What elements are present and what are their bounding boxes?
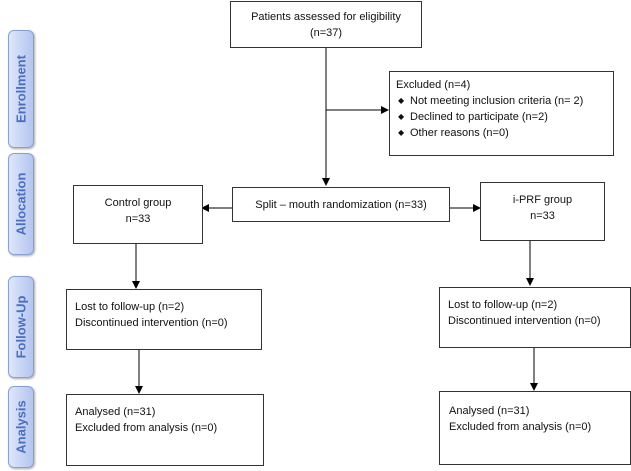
iprf-excluded-from-analysis: Excluded from analysis (n=0) [449,421,592,433]
iprf-analysis-box: Analysed (n=31) Excluded from analysis (… [439,391,631,465]
assessed-line1: Patients assessed for eligibility [251,11,401,23]
excluded-reason: Other reasons (n=0) [396,125,613,141]
control-analysed: Analysed (n=31) [75,406,156,418]
assessed-line2: (n=37) [309,27,343,39]
iprf-followup-box: Lost to follow-up (n=2) Discontinued int… [439,287,631,348]
control-analysis-box: Analysed (n=31) Excluded from analysis (… [66,394,264,466]
iprf-group-n: n=33 [530,210,555,222]
control-discontinued: Discontinued intervention (n=0) [75,317,228,329]
randomization-label: Split – mouth randomization (n=33) [255,199,427,211]
stage-enrollment: Enrollment [8,30,34,148]
excluded-reason: Declined to participate (n=2) [396,109,613,125]
iprf-lost-to-followup: Lost to follow-up (n=2) [448,299,558,311]
iprf-analysed: Analysed (n=31) [449,405,530,417]
excluded-title: Excluded (n=4) [396,79,471,91]
excluded-box: Excluded (n=4) Not meeting inclusion cri… [389,71,614,156]
excluded-reason: Not meeting inclusion criteria (n= 2) [396,93,613,109]
control-group-label: Control group [104,197,172,209]
stage-followup: Follow-Up [8,276,34,378]
randomization-box: Split – mouth randomization (n=33) [232,187,450,222]
control-lost-to-followup: Lost to follow-up (n=2) [75,301,185,313]
iprf-group-box: i-PRF group n=33 [480,182,605,241]
control-group-n: n=33 [125,213,151,225]
iprf-group-label: i-PRF group [512,194,573,206]
control-excluded-from-analysis: Excluded from analysis (n=0) [75,422,218,434]
control-followup-box: Lost to follow-up (n=2) Discontinued int… [66,289,262,350]
stage-analysis: Analysis [8,386,34,468]
control-group-box: Control group n=33 [73,185,203,244]
assessed-box: Patients assessed for eligibility (n=37) [230,1,422,48]
iprf-discontinued: Discontinued intervention (n=0) [448,315,601,327]
stage-allocation: Allocation [8,153,34,255]
excluded-reasons-list: Not meeting inclusion criteria (n= 2) De… [396,93,613,141]
